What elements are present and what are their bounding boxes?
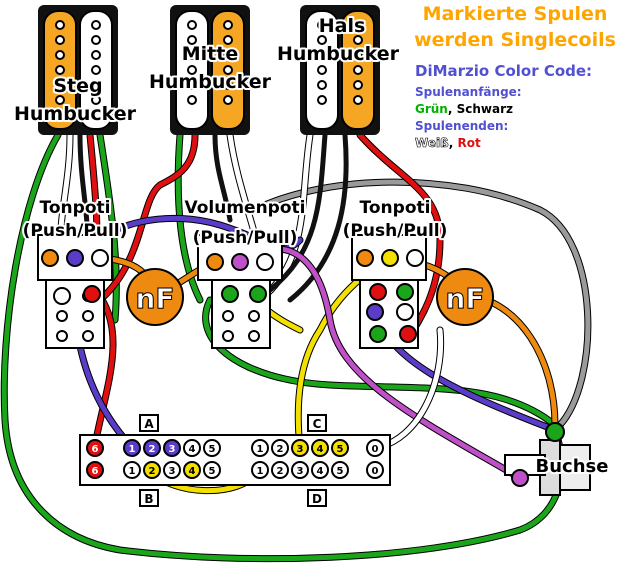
switch-terminal-number: 5 (209, 444, 216, 455)
switch-terminal (331, 439, 349, 457)
switch-terminal (311, 439, 329, 457)
switch-terminal (203, 461, 221, 479)
switch-terminal (123, 461, 141, 479)
pot-volume (197, 234, 283, 349)
switch-terminal (163, 439, 181, 457)
switch-terminal-number: 6 (92, 444, 99, 455)
switch-terminal (143, 461, 161, 479)
switch-terminal-number: 3 (169, 444, 176, 455)
switch-terminal-number: 5 (337, 466, 344, 477)
legend-red-word: Rot (457, 136, 480, 150)
switch-terminal (331, 461, 349, 479)
tone-right-label-2: (Push/Pull) (343, 221, 448, 241)
switch-terminal-number: 2 (277, 466, 284, 477)
title-line-2: werden Singlecoils (414, 29, 616, 51)
steg-label-2: Humbucker (14, 103, 137, 125)
switch-terminal-number: 1 (257, 444, 264, 455)
tone-left-label-2: (Push/Pull) (23, 221, 128, 241)
switch-terminal-number: 3 (297, 466, 304, 477)
switch-label-c: C (313, 417, 322, 431)
hals-label-2: Humbucker (277, 43, 400, 65)
legend-ends-label: Spulenenden: (415, 119, 508, 133)
tone-right-label-1: Tonpoti (360, 198, 431, 218)
tone-left-label-1: Tonpoti (40, 198, 111, 218)
pot-tone-right (351, 234, 427, 349)
color-code-legend: DiMarzio Color Code: Spulenanfänge: Grün… (415, 62, 592, 150)
pot-tone-left (37, 234, 113, 349)
switch-terminal (123, 439, 141, 457)
switch-terminal-number: 4 (317, 444, 324, 455)
switch-label-a: A (144, 417, 154, 431)
pickup-labels: Steg Humbucker Mitte Humbucker Hals Humb… (12, 13, 402, 127)
legend-comma-1: , (448, 102, 453, 116)
switch-terminal (271, 461, 289, 479)
switch-terminal (203, 439, 221, 457)
switch-terminal-number: 0 (372, 466, 379, 477)
jack: Buchse (504, 422, 610, 496)
switch-terminal-number: 1 (129, 466, 136, 477)
pickup-mitte (170, 5, 250, 135)
legend-heading: DiMarzio Color Code: (415, 62, 592, 80)
switch-terminal (183, 461, 201, 479)
legend-black-word: Schwarz (457, 102, 513, 116)
svg-text:Grün, Schwarz: Grün, Schwarz (415, 102, 513, 116)
mitte-label-2: Humbucker (149, 71, 272, 93)
switch-terminal-number: 4 (189, 466, 196, 477)
switch-terminal (366, 439, 384, 457)
switch-terminal-number: 5 (209, 466, 216, 477)
hals-label-1: Hals (319, 15, 366, 37)
svg-text:Weiß, Rot: Weiß, Rot (415, 136, 481, 150)
legend-green-word: Grün (415, 102, 448, 116)
switch-terminal-number: 1 (129, 444, 136, 455)
switch-terminal-number: 0 (372, 444, 379, 455)
switch-terminal (251, 461, 269, 479)
volume-label-1: Volumenpoti (185, 198, 306, 218)
switch-terminal (86, 439, 104, 457)
title-block: Markierte Spulen werden Singlecoils (414, 3, 616, 51)
switch-terminal-number: 6 (92, 466, 99, 477)
switch-terminal (291, 461, 309, 479)
switch-terminal-number: 2 (149, 466, 156, 477)
switch-label-b: B (144, 492, 153, 506)
pickup-hals (300, 5, 380, 135)
capacitor-left: nF (126, 268, 184, 326)
capacitor-right: nF (436, 268, 494, 326)
title-line-1: Markierte Spulen (423, 3, 608, 25)
capacitor-right-label: nF (445, 282, 484, 315)
legend-comma-2: , (449, 136, 454, 150)
switch-terminal-number: 2 (277, 444, 284, 455)
switch-terminal (86, 461, 104, 479)
legend-white-word: Weiß (415, 136, 449, 150)
switch-terminal (143, 439, 161, 457)
switch-terminal (251, 439, 269, 457)
switch-terminal (163, 461, 181, 479)
switch-terminal-number: 4 (317, 466, 324, 477)
switch-label-d: D (312, 492, 322, 506)
capacitor-left-label: nF (135, 282, 174, 315)
switch-terminal (271, 439, 289, 457)
mitte-label-1: Mitte (182, 43, 238, 65)
pot-labels: Tonpoti (Push/Pull) Volumenpoti (Push/Pu… (21, 196, 450, 250)
switch-terminal-number: 3 (169, 466, 176, 477)
switch-terminal (366, 461, 384, 479)
jack-label: Buchse (536, 456, 609, 477)
legend-starts-label: Spulenanfänge: (415, 85, 522, 99)
switch-terminal-number: 4 (189, 444, 196, 455)
switch-terminal (183, 439, 201, 457)
switch-terminal (291, 439, 309, 457)
switch-terminal-number: 1 (257, 466, 264, 477)
switch-terminal (311, 461, 329, 479)
switch-terminal-number: 3 (297, 444, 304, 455)
switch-terminal-number: 2 (149, 444, 156, 455)
steg-label-1: Steg (53, 75, 102, 97)
switch-terminal-number: 5 (337, 444, 344, 455)
pickup-steg (38, 5, 118, 135)
volume-label-2: (Push/Pull) (193, 228, 298, 248)
